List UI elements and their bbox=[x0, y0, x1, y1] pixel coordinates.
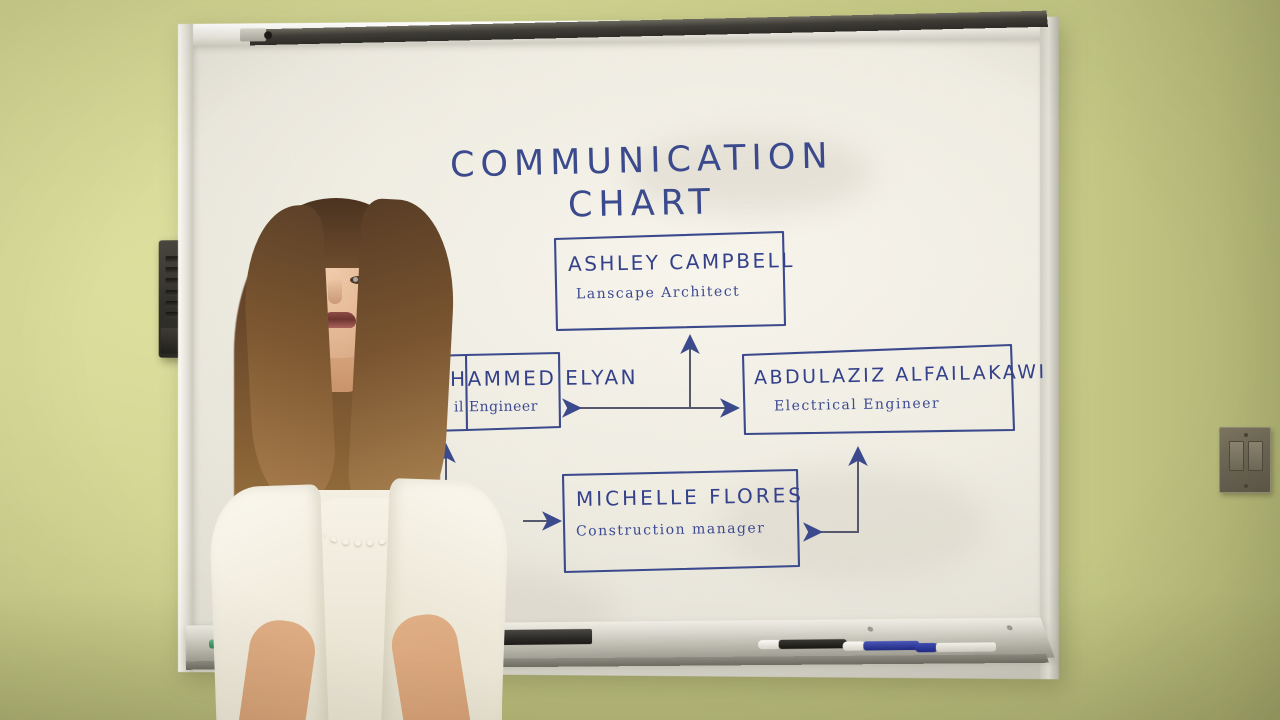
marker-black[interactable] bbox=[758, 639, 847, 650]
light-switch-left[interactable] bbox=[1229, 441, 1244, 471]
whiteboard-bevel-right bbox=[1039, 16, 1059, 680]
light-switch-right[interactable] bbox=[1248, 441, 1263, 471]
whiteboard-rail-knob bbox=[264, 31, 273, 40]
wall-shadow-right bbox=[1070, 0, 1280, 720]
whiteboard-rail-cap bbox=[240, 28, 267, 42]
marker-blue-1[interactable] bbox=[842, 640, 920, 651]
whiteboard-bevel-left bbox=[178, 23, 193, 673]
light-switch-plate[interactable] bbox=[1219, 427, 1271, 493]
marker-blue-2[interactable] bbox=[915, 642, 997, 653]
mouth bbox=[322, 312, 356, 328]
switch-screw-bottom bbox=[1244, 484, 1248, 488]
presenter bbox=[196, 190, 526, 720]
pearl-necklace bbox=[324, 520, 400, 546]
switch-screw-top bbox=[1244, 433, 1248, 437]
nose bbox=[328, 278, 342, 304]
